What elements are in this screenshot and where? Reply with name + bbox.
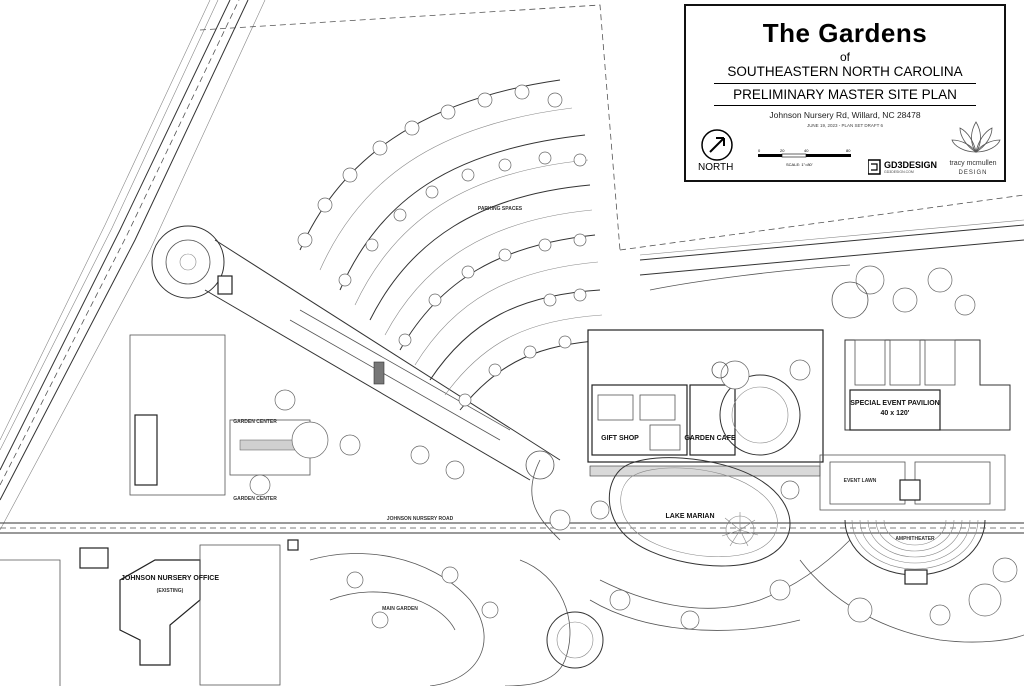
designer-name: tracy mcmullen <box>949 160 997 167</box>
organization-name: SOUTHEASTERN NORTH CAROLINA <box>727 64 963 79</box>
amphitheater-drawing <box>844 519 986 585</box>
label-gift-shop: GIFT SHOP <box>601 435 639 442</box>
label-existing: (EXISTING) <box>157 588 184 594</box>
plan-title: The Gardens <box>762 18 928 48</box>
label-event-lawn: EVENT LAWN <box>844 478 877 484</box>
lawn-terraces <box>819 454 1006 511</box>
title-block: The Gardens of SOUTHEASTERN NORTH CAROLI… <box>684 4 1006 182</box>
label-pavilion-size: 40 x 120' <box>881 410 910 417</box>
parking-trees <box>297 84 587 407</box>
label-nursery-road: JOHNSON NURSERY ROAD <box>387 516 454 522</box>
plan-date: JUNE 19, 2023 - PLAN SET DRAFT 6 <box>806 123 884 128</box>
scale-tick-1: 20 <box>780 148 785 153</box>
visitor-center <box>587 329 824 463</box>
gd3design-logo-icon <box>868 159 881 175</box>
label-parking-spaces: PARKING SPACES <box>478 206 523 212</box>
parking-lot <box>299 79 606 411</box>
lotus-logo-icon <box>951 121 1001 153</box>
label-special-event-pavilion: SPECIAL EVENT PAVILION <box>850 400 939 407</box>
label-amphitheater: AMPHITHEATER <box>895 536 935 542</box>
nursery-office <box>0 539 299 686</box>
upper-right-parking <box>639 219 1024 291</box>
north-arrow-icon <box>701 129 733 161</box>
firm-logo-text: GD3DESIGN <box>884 160 938 170</box>
firm-sub-text: GD3DESIGN.COM <box>884 170 914 174</box>
site-address: Johnson Nursery Rd, Willard, NC 28478 <box>769 110 921 120</box>
garden-center-area <box>129 334 329 496</box>
lake-marian <box>608 457 791 567</box>
garden-trees <box>339 434 1018 630</box>
label-garden-center-2: GARDEN CENTER <box>233 496 277 502</box>
label-garden-center: GARDEN CENTER <box>233 419 277 425</box>
entrance-drive <box>204 239 561 481</box>
label-main-garden: MAIN GARDEN <box>382 606 418 612</box>
plan-subtitle: PRELIMINARY MASTER SITE PLAN <box>733 87 957 102</box>
scale-tick-0: 0 <box>758 148 761 153</box>
scale-bar: 0 20 40 80 SCALE: 1"=80' <box>758 148 851 167</box>
plan-text-labels: GARDEN CENTER GARDEN CENTER JOHNSON NURS… <box>121 206 940 612</box>
event-pavilion <box>831 265 1011 431</box>
garden-paths <box>309 450 1024 686</box>
designer-design-text: DESIGN <box>958 170 988 176</box>
property-boundary <box>199 4 1024 251</box>
highway <box>0 0 266 531</box>
subtitle-divider <box>714 105 976 106</box>
scale-label: SCALE: 1"=80' <box>786 162 813 167</box>
scale-tick-3: 80 <box>846 148 851 153</box>
entrance-roundabout <box>151 225 233 299</box>
label-lake-marian: LAKE MARIAN <box>666 513 715 520</box>
johnson-nursery-road <box>0 465 1024 534</box>
scale-tick-2: 40 <box>804 148 809 153</box>
north-label: NORTH <box>698 162 734 173</box>
plan-title-of: of <box>839 50 850 64</box>
label-garden-cafe: GARDEN CAFE <box>684 435 736 442</box>
title-divider <box>714 83 976 84</box>
label-nursery-office: JOHNSON NURSERY OFFICE <box>121 575 219 582</box>
